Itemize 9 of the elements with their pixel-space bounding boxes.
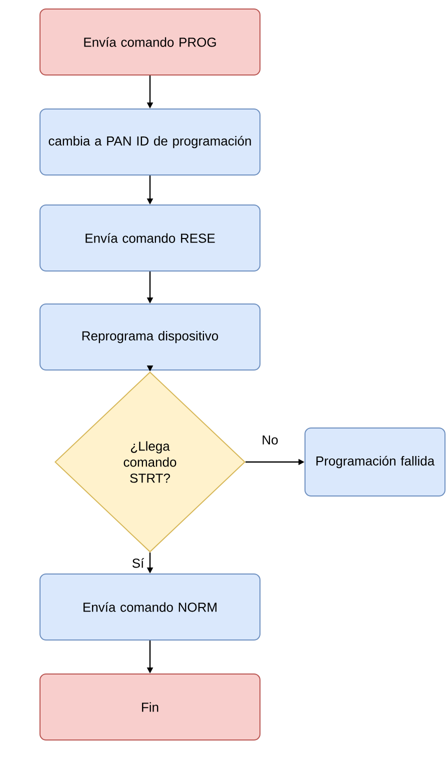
process-box: Reprograma dispositivo: [40, 304, 260, 370]
terminal-box: Envía comando PROG: [40, 8, 260, 76]
process-box: Programación fallida: [304, 428, 446, 496]
edge-label: No: [260, 434, 280, 446]
edge-label: Sí: [130, 557, 146, 569]
process-box: Envía comando NORM: [40, 574, 260, 640]
process-box: Envía comando RESE: [40, 204, 260, 272]
terminal-box: Fin: [40, 674, 260, 740]
process-box: cambia a PAN ID de programación: [40, 108, 260, 176]
